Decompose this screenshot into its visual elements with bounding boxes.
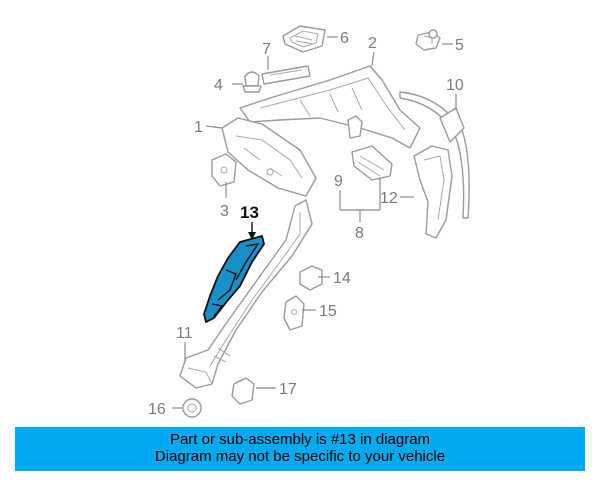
part-1-quarter-trim [221,117,317,197]
banner-line-2: Diagram may not be specific to your vehi… [154,448,446,465]
callout-6: 6 [340,30,349,47]
callout-10: 10 [446,77,464,94]
callout-8: 8 [355,225,364,242]
parts-diagram: 6 5 7 2 4 10 1 9 12 3 8 13 14 15 11 17 1… [148,25,470,418]
part-10-arch-trim [399,91,470,219]
part-3-bracket [211,153,237,187]
info-banner: Part or sub-assembly is #13 in diagram D… [15,427,585,471]
part-16-grommet [182,398,202,418]
part-5-clip [415,29,441,51]
callout-11: 11 [176,325,193,342]
callout-5: 5 [455,37,464,54]
part-14-clip [299,265,323,291]
part-7-strip [261,65,311,85]
callout-15: 15 [319,303,337,320]
part-15-bracket [283,295,305,331]
callout-16: 16 [148,401,166,418]
callout-3: 3 [220,203,229,220]
callouts: 6 5 7 2 4 10 1 9 12 3 8 13 14 15 11 17 1… [148,30,464,418]
callout-2: 2 [368,35,377,52]
callout-13: 13 [240,203,259,222]
part-4-pushpin [242,71,262,93]
part-13-highlighted [203,235,265,323]
part-12-side-panel [413,145,453,239]
part-11-pillar-trim [179,199,313,389]
callout-14: 14 [333,270,351,287]
part-2-upper-panel [239,65,421,149]
part-9-clip [347,115,363,139]
callout-7: 7 [262,41,271,58]
part-17-bracket [231,377,255,405]
banner-line-1: Part or sub-assembly is #13 in diagram [169,431,431,448]
leader-lines [172,36,457,409]
part-6-cover [282,25,326,53]
callout-1: 1 [194,119,203,136]
part-8-bracket-assembly [351,145,393,181]
callout-12: 12 [380,190,398,207]
callout-17: 17 [279,381,297,398]
callout-9: 9 [334,173,343,190]
callout-4: 4 [214,77,223,94]
